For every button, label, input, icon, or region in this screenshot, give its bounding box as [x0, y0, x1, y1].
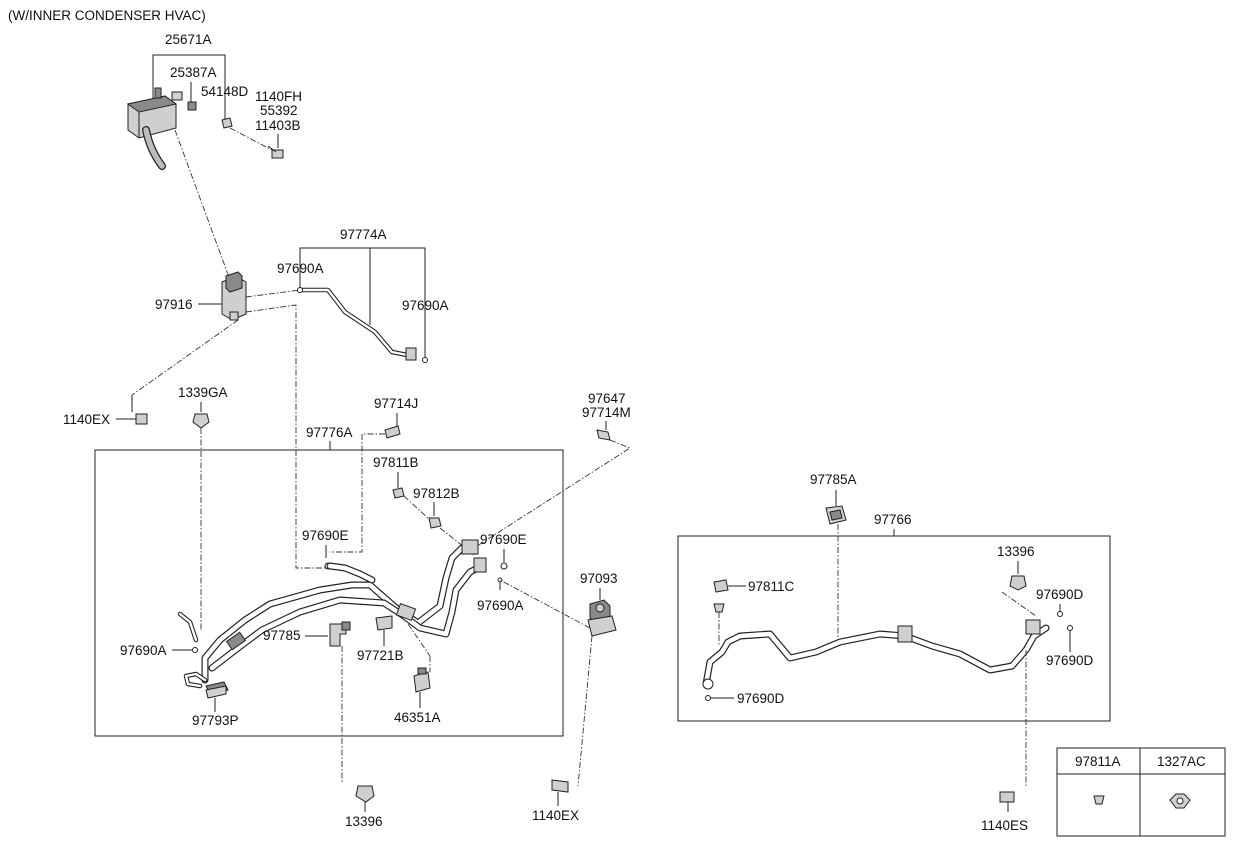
clip-97721B[interactable] — [375, 615, 393, 631]
label-97690A-left[interactable]: 97690A — [120, 643, 167, 658]
oring-97690D-top[interactable] — [1057, 611, 1063, 617]
legend-header-97811A: 97811A — [1075, 754, 1121, 769]
pressure-switch-97916[interactable] — [221, 271, 247, 321]
label-97690A-mid[interactable]: 97690A — [477, 598, 524, 613]
pressure-line-group: 97774A 97690A 97690A 97916 — [131, 227, 449, 569]
assembly-box-97776A — [94, 449, 564, 737]
label-1140FH[interactable]: 1140FH — [255, 89, 302, 104]
assembly-box-97766 — [677, 535, 1111, 722]
clip-97811B[interactable] — [392, 487, 405, 499]
bracket-97785[interactable] — [329, 621, 351, 647]
label-13396-bottom[interactable]: 13396 — [345, 814, 383, 829]
label-97690E-right[interactable]: 97690E — [480, 532, 527, 547]
label-97721B[interactable]: 97721B — [357, 648, 404, 663]
label-97793P[interactable]: 97793P — [192, 713, 239, 728]
bolt-1140ES[interactable] — [999, 791, 1015, 803]
label-46351A[interactable]: 46351A — [394, 710, 441, 725]
label-97690D-right[interactable]: 97690D — [1046, 653, 1094, 668]
receiver-drier-assembly: 25671A 25387A 54148D 1140FH 55392 11403B — [126, 32, 302, 281]
bracket-25387A[interactable] — [187, 101, 197, 111]
label-97785[interactable]: 97785 — [263, 628, 301, 643]
label-97093[interactable]: 97093 — [580, 571, 618, 586]
valve-97093[interactable] — [587, 599, 617, 637]
label-54148D[interactable]: 54148D — [201, 84, 249, 99]
label-13396-right[interactable]: 13396 — [997, 544, 1035, 559]
bolt-11403B[interactable] — [267, 145, 284, 159]
nut-97812B[interactable] — [428, 517, 442, 529]
nut-1339GA[interactable] — [192, 413, 210, 429]
suction-discharge-hose-97776A[interactable] — [177, 539, 487, 689]
oring-97690E-right[interactable] — [500, 562, 508, 570]
label-97774A[interactable]: 97774A — [340, 227, 387, 242]
label-97776A[interactable]: 97776A — [306, 425, 353, 440]
label-97785A[interactable]: 97785A — [810, 472, 857, 487]
legend-header-1327AC: 1327AC — [1157, 754, 1206, 769]
bracket-97793P[interactable] — [205, 681, 229, 699]
bolt-1140EX-left[interactable] — [135, 413, 148, 425]
label-25671A[interactable]: 25671A — [165, 32, 212, 47]
label-1339GA[interactable]: 1339GA — [178, 385, 228, 400]
bolt-54148D[interactable] — [221, 117, 233, 129]
bracket-97785A[interactable] — [825, 505, 847, 525]
hose-97766[interactable] — [702, 619, 1050, 690]
oring-97690A-right[interactable] — [422, 357, 428, 363]
oring-97690A-left[interactable] — [192, 647, 198, 653]
oring-97690D-right[interactable] — [1067, 625, 1073, 631]
label-11403B[interactable]: 11403B — [255, 118, 301, 133]
label-97647[interactable]: 97647 — [588, 391, 626, 406]
label-97690A-top[interactable]: 97690A — [277, 261, 324, 276]
label-25387A[interactable]: 25387A — [170, 65, 217, 80]
oring-97690A-top[interactable] — [297, 287, 303, 293]
label-97811B[interactable]: 97811B — [373, 455, 419, 470]
pressure-line-fitting[interactable] — [405, 347, 417, 361]
label-1140EX-left[interactable]: 1140EX — [63, 412, 110, 427]
clip-97811C[interactable] — [713, 579, 729, 593]
nut-13396-bottom[interactable] — [355, 785, 375, 803]
bolt-1140EX-bottom[interactable] — [551, 779, 569, 793]
sensor-46351A[interactable] — [413, 667, 431, 693]
label-97766[interactable]: 97766 — [874, 512, 912, 527]
bolt-97714M[interactable] — [596, 429, 611, 441]
label-97690D-top[interactable]: 97690D — [1036, 587, 1084, 602]
oring-97690D-left[interactable] — [705, 695, 711, 701]
label-97690E-left[interactable]: 97690E — [302, 528, 349, 543]
diagram-title: (W/INNER CONDENSER HVAC) — [8, 8, 206, 23]
label-97714J[interactable]: 97714J — [374, 396, 418, 411]
label-97916[interactable]: 97916 — [155, 297, 193, 312]
label-97812B[interactable]: 97812B — [413, 486, 460, 501]
label-97811C[interactable]: 97811C — [748, 579, 795, 594]
clip-97811A-icon[interactable] — [1093, 795, 1105, 805]
oring-97690A-mid[interactable] — [497, 577, 503, 583]
nut-13396-right[interactable] — [1009, 575, 1027, 591]
label-1140EX-bottom[interactable]: 1140EX — [532, 808, 579, 823]
label-1140ES[interactable]: 1140ES — [981, 818, 1028, 833]
part-legend-table: 97811A 1327AC — [1056, 747, 1226, 837]
label-97690A-right[interactable]: 97690A — [402, 298, 449, 313]
receiver-drier-part[interactable] — [126, 87, 183, 170]
label-97714M[interactable]: 97714M — [582, 405, 631, 420]
label-97690D-left[interactable]: 97690D — [737, 691, 785, 706]
grommet-97811C[interactable] — [713, 603, 725, 613]
bolt-97714J[interactable] — [384, 425, 401, 439]
label-55392[interactable]: 55392 — [260, 103, 298, 118]
